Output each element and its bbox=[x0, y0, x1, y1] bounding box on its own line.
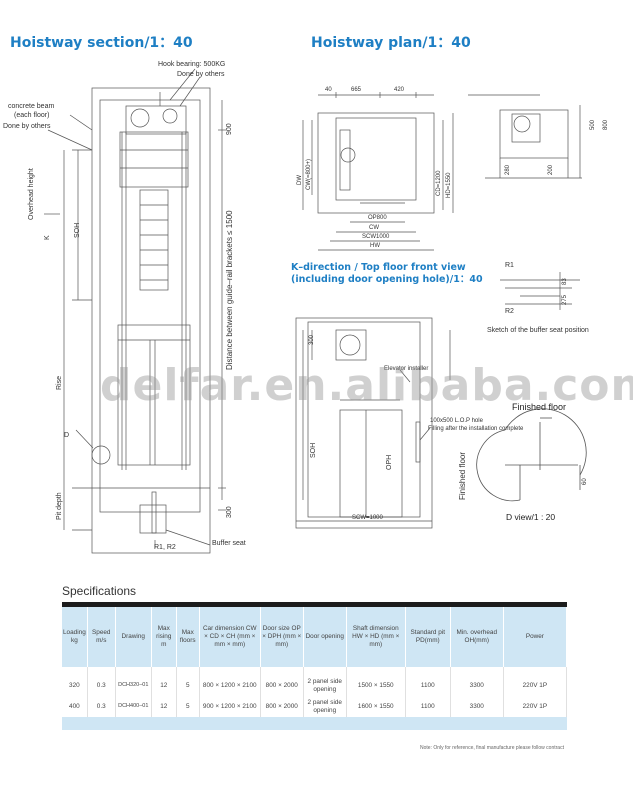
done-by-others-top-label: Done by others bbox=[177, 71, 225, 78]
spec-note: Note: Only for reference, final manufact… bbox=[420, 745, 564, 751]
plan-dim-420: 420 bbox=[394, 87, 405, 93]
d-detail-label: D bbox=[64, 432, 70, 439]
spec-cell: 12 bbox=[151, 675, 177, 696]
spec-cell: 1600 × 1550 bbox=[346, 696, 406, 717]
kdir-hole-note: 100x500 L.O.P hole bbox=[430, 418, 483, 424]
kdir-title-line1: K–direction / Top floor front view bbox=[291, 262, 466, 273]
spec-cell: 0.3 bbox=[87, 675, 116, 696]
buffer-seat-label: Buffer seat bbox=[212, 540, 246, 547]
spec-footer-row bbox=[62, 717, 567, 730]
plan-title: Hoistway plan/1：40 bbox=[311, 35, 471, 51]
hook-bearing-label: Hook bearing: 500KG bbox=[158, 61, 226, 68]
spec-header-shaft-dimension: Shaft dimension HW × HD (mm × mm) bbox=[346, 607, 406, 667]
dview-dim-60: 60 bbox=[582, 478, 588, 485]
buffer-r1-label: R1 bbox=[505, 262, 514, 269]
dview-finished-floor-label: Finished floor bbox=[512, 402, 567, 412]
spec-cell: 3300 bbox=[450, 675, 504, 696]
spec-cell: 220V 1P bbox=[503, 675, 568, 696]
spec-header-loading: Loading kg bbox=[62, 607, 88, 667]
spec-cell: 1100 bbox=[405, 696, 451, 717]
kdir-installer-note: Elevator installer bbox=[384, 366, 429, 372]
spec-header-door-opening: Door opening bbox=[303, 607, 347, 667]
plan-hw-label: HW bbox=[370, 243, 380, 249]
done-by-others-left-label: Done by others bbox=[3, 123, 51, 130]
kdir-title-line2: (including door opening hole)/1：40 bbox=[291, 274, 483, 285]
concrete-beam-sub-label: (each floor) bbox=[14, 112, 50, 119]
watermark-text: delfar.en.alibaba.com bbox=[100, 360, 633, 411]
section-title: Hoistway section/1：40 bbox=[10, 35, 193, 51]
spec-cell: DCH400–01 bbox=[115, 696, 152, 717]
spec-header-car-dimension: Car dimension CW × CD × CH (mm × mm × mm… bbox=[199, 607, 261, 667]
spec-cell: 12 bbox=[151, 696, 177, 717]
spec-cell: 400 bbox=[62, 696, 88, 717]
spec-cell: 220V 1P bbox=[503, 696, 568, 717]
spec-spacer-row bbox=[62, 667, 568, 675]
spec-cell: 800 × 2000 bbox=[260, 696, 304, 717]
table-row: 320 0.3 DCH320–01 12 5 800 × 1200 × 2100… bbox=[62, 675, 568, 696]
hoistway-section-drawing bbox=[44, 68, 226, 554]
spec-header-speed: Speed m/s bbox=[87, 607, 116, 667]
buffer-seat-sketch bbox=[500, 272, 580, 310]
spec-cell: 320 bbox=[62, 675, 88, 696]
kdir-scw-label: SCW=1000 bbox=[352, 515, 383, 521]
plan-scw-label: SCW1000 bbox=[362, 234, 390, 240]
spec-cell: 5 bbox=[176, 696, 200, 717]
plan-dim-40: 40 bbox=[325, 87, 332, 93]
spec-header-rising: Max rising m bbox=[151, 607, 177, 667]
spec-cell: 800 × 2000 bbox=[260, 675, 304, 696]
plan-dim-665: 665 bbox=[351, 87, 362, 93]
spec-table: Loading kg Speed m/s Drawing Max rising … bbox=[62, 607, 568, 730]
kdir-filling-note: Filling after the installation complete bbox=[428, 426, 524, 432]
spec-cell: 3300 bbox=[450, 696, 504, 717]
spec-header-floors: Max floors bbox=[176, 607, 200, 667]
buffer-sketch-caption: Sketch of the buffer seat position bbox=[487, 327, 589, 334]
spec-cell: 0.3 bbox=[87, 696, 116, 717]
spec-cell: 800 × 1200 × 2100 bbox=[199, 675, 261, 696]
spec-header-door-size: Door size OP × DPH (mm × mm) bbox=[260, 607, 304, 667]
hoistway-plan-drawing bbox=[302, 92, 582, 251]
kdir-front-view-drawing bbox=[295, 317, 451, 529]
dview-caption: D view/1 : 20 bbox=[506, 512, 556, 522]
table-row: 400 0.3 DCH400–01 12 5 900 × 1200 × 2100… bbox=[62, 696, 568, 717]
buffer-r2-label: R2 bbox=[505, 308, 514, 315]
spec-cell: 900 × 1200 × 2100 bbox=[199, 696, 261, 717]
r1-r2-label: R1, R2 bbox=[154, 544, 176, 551]
spec-cell: DCH320–01 bbox=[115, 675, 152, 696]
spec-table-top-bar bbox=[62, 602, 567, 607]
spec-cell: 1100 bbox=[405, 675, 451, 696]
spec-title: Specifications bbox=[62, 584, 137, 598]
spec-header-drawing: Drawing bbox=[115, 607, 152, 667]
spec-header-row: Loading kg Speed m/s Drawing Max rising … bbox=[62, 607, 568, 667]
spec-cell: 2 panel side opening bbox=[303, 696, 347, 717]
spec-cell: 1500 × 1550 bbox=[346, 675, 406, 696]
spec-cell: 5 bbox=[176, 675, 200, 696]
plan-cw-label: CW bbox=[369, 225, 379, 231]
concrete-beam-label: concrete beam bbox=[8, 103, 55, 110]
spec-header-power: Power bbox=[503, 607, 568, 667]
plan-op-label: OP800 bbox=[368, 215, 387, 221]
spec-header-overhead: Min. overhead OH(mm) bbox=[450, 607, 504, 667]
d-view-drawing bbox=[476, 408, 587, 502]
spec-cell: 2 panel side opening bbox=[303, 675, 347, 696]
spec-header-pit: Standard pit PD(mm) bbox=[405, 607, 451, 667]
